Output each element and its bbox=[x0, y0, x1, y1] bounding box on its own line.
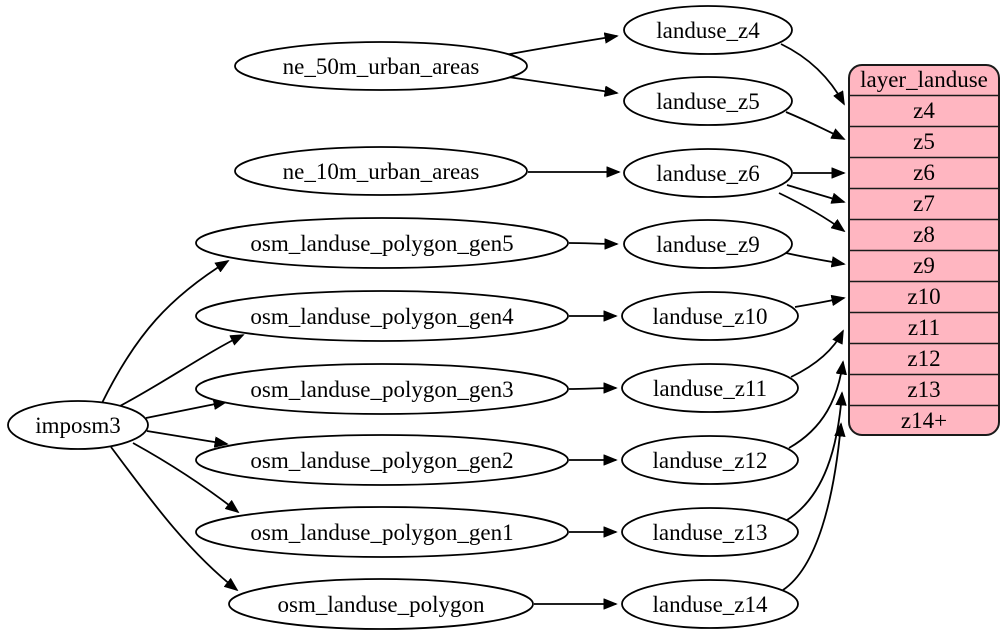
node-osm_landuse_polygon: osm_landuse_polygon bbox=[228, 578, 534, 630]
node-landuse_z5: landuse_z5 bbox=[623, 76, 793, 126]
node-landuse_z14-label: landuse_z14 bbox=[653, 592, 768, 617]
node-landuse_z4-label: landuse_z4 bbox=[656, 18, 760, 43]
record-row-z6: z6 bbox=[913, 160, 935, 185]
node-osm_landuse_polygon-label: osm_landuse_polygon bbox=[278, 592, 485, 617]
node-landuse_z10: landuse_z10 bbox=[621, 291, 799, 341]
edge-landuse_z13-to-row-z13 bbox=[786, 393, 842, 521]
node-landuse_z11-label: landuse_z11 bbox=[653, 376, 767, 401]
edge-landuse_z6-to-row-z7 bbox=[786, 184, 844, 202]
node-ne_50m_urban_areas-label: ne_50m_urban_areas bbox=[283, 54, 480, 79]
node-osm_landuse_polygon_gen3-label: osm_landuse_polygon_gen3 bbox=[250, 377, 513, 402]
node-landuse_z9-shape bbox=[623, 219, 793, 269]
edge-osm_landuse_polygon_gen5-to-landuse_z9 bbox=[568, 243, 617, 244]
edge-imposm3-to-osm_landuse_polygon_gen1 bbox=[132, 442, 238, 512]
record-row-z4: z4 bbox=[913, 98, 935, 123]
node-landuse_z10-shape bbox=[621, 291, 799, 341]
record-row-z10: z10 bbox=[907, 284, 940, 309]
edge-landuse_z10-to-row-z10 bbox=[794, 298, 844, 308]
record-title: layer_landuse bbox=[860, 67, 988, 92]
node-osm_landuse_polygon_gen1-label: osm_landuse_polygon_gen1 bbox=[250, 520, 513, 545]
node-landuse_z6-shape bbox=[623, 148, 793, 198]
node-landuse_z4-shape bbox=[623, 5, 793, 55]
node-landuse_z6-label: landuse_z6 bbox=[656, 161, 759, 186]
node-landuse_z13: landuse_z13 bbox=[621, 507, 799, 557]
edge-ne_50m_urban_areas-to-landuse_z4 bbox=[504, 36, 617, 56]
edge-imposm3-to-osm_landuse_polygon_gen4 bbox=[117, 334, 243, 408]
edge-imposm3-to-osm_landuse_polygon_gen3 bbox=[145, 402, 226, 419]
node-osm_landuse_polygon-shape bbox=[228, 578, 534, 630]
edge-landuse_z9-to-row-z9 bbox=[785, 252, 844, 264]
node-landuse_z14-shape bbox=[621, 579, 799, 629]
record-layer_landuse: layer_landuse z4 z5 z6 z7 z8 z9 z10 z11 … bbox=[848, 64, 1000, 436]
node-osm_landuse_polygon_gen5-label: osm_landuse_polygon_gen5 bbox=[250, 231, 513, 256]
node-landuse_z5-shape bbox=[623, 76, 793, 126]
record-row-z7: z7 bbox=[913, 191, 935, 216]
record-row-z9: z9 bbox=[913, 253, 935, 278]
node-landuse_z10-label: landuse_z10 bbox=[653, 304, 768, 329]
edge-landuse_z14-to-row-z14plus bbox=[782, 424, 841, 591]
node-osm_landuse_polygon_gen3: osm_landuse_polygon_gen3 bbox=[195, 363, 569, 415]
node-landuse_z13-label: landuse_z13 bbox=[653, 520, 768, 545]
edge-landuse_z6-to-row-z8 bbox=[778, 192, 844, 231]
node-landuse_z11: landuse_z11 bbox=[621, 363, 799, 413]
record-row-z8: z8 bbox=[913, 222, 935, 247]
node-imposm3: imposm3 bbox=[7, 400, 149, 450]
edge-landuse_z11-to-row-z11 bbox=[790, 331, 843, 378]
record-row-z11: z11 bbox=[908, 315, 940, 340]
node-landuse_z11-shape bbox=[621, 363, 799, 413]
node-landuse_z4: landuse_z4 bbox=[623, 5, 793, 55]
node-osm_landuse_polygon_gen4-label: osm_landuse_polygon_gen4 bbox=[250, 304, 514, 329]
record-row-z5: z5 bbox=[913, 129, 935, 154]
node-landuse_z5-label: landuse_z5 bbox=[656, 89, 759, 114]
node-osm_landuse_polygon_gen5: osm_landuse_polygon_gen5 bbox=[195, 217, 569, 269]
node-osm_landuse_polygon_gen4-shape bbox=[195, 290, 569, 342]
node-ne_10m_urban_areas: ne_10m_urban_areas bbox=[234, 146, 528, 196]
node-osm_landuse_polygon_gen4: osm_landuse_polygon_gen4 bbox=[195, 290, 569, 342]
edge-ne_50m_urban_areas-to-landuse_z5 bbox=[507, 76, 617, 93]
node-osm_landuse_polygon_gen3-shape bbox=[195, 363, 569, 415]
node-osm_landuse_polygon_gen2-label: osm_landuse_polygon_gen2 bbox=[250, 448, 513, 473]
node-osm_landuse_polygon_gen2-shape bbox=[195, 434, 569, 486]
node-osm_landuse_polygon_gen5-shape bbox=[195, 217, 569, 269]
node-ne_50m_urban_areas: ne_50m_urban_areas bbox=[234, 41, 528, 91]
node-landuse_z14: landuse_z14 bbox=[621, 579, 799, 629]
edge-landuse_z5-to-row-z5 bbox=[785, 111, 844, 139]
edge-landuse_z12-to-row-z12 bbox=[788, 362, 843, 449]
node-landuse_z12-label: landuse_z12 bbox=[653, 448, 768, 473]
record-row-z12: z12 bbox=[907, 346, 940, 371]
node-landuse_z9: landuse_z9 bbox=[623, 219, 793, 269]
edge-osm_landuse_polygon_gen3-to-landuse_z11 bbox=[568, 388, 616, 389]
node-imposm3-shape bbox=[7, 400, 149, 450]
node-landuse_z9-label: landuse_z9 bbox=[656, 232, 759, 257]
edge-landuse_z4-to-row-z4 bbox=[780, 43, 844, 104]
node-landuse_z6: landuse_z6 bbox=[623, 148, 793, 198]
node-imposm3-label: imposm3 bbox=[35, 413, 121, 438]
node-landuse_z13-shape bbox=[621, 507, 799, 557]
record-row-z14plus: z14+ bbox=[901, 408, 947, 433]
node-osm_landuse_polygon_gen1: osm_landuse_polygon_gen1 bbox=[195, 506, 569, 558]
record-row-z13: z13 bbox=[907, 377, 940, 402]
node-osm_landuse_polygon_gen2: osm_landuse_polygon_gen2 bbox=[195, 434, 569, 486]
node-ne_50m_urban_areas-shape bbox=[234, 41, 528, 91]
edge-imposm3-to-osm_landuse_polygon bbox=[110, 446, 237, 590]
node-landuse_z12: landuse_z12 bbox=[621, 435, 799, 485]
node-landuse_z12-shape bbox=[621, 435, 799, 485]
node-ne_10m_urban_areas-label: ne_10m_urban_areas bbox=[283, 159, 480, 184]
node-ne_10m_urban_areas-shape bbox=[234, 146, 528, 196]
edge-imposm3-to-osm_landuse_polygon_gen5 bbox=[101, 261, 228, 404]
node-osm_landuse_polygon_gen1-shape bbox=[195, 506, 569, 558]
edge-imposm3-to-osm_landuse_polygon_gen2 bbox=[146, 430, 227, 444]
edge-layer bbox=[101, 36, 844, 604]
